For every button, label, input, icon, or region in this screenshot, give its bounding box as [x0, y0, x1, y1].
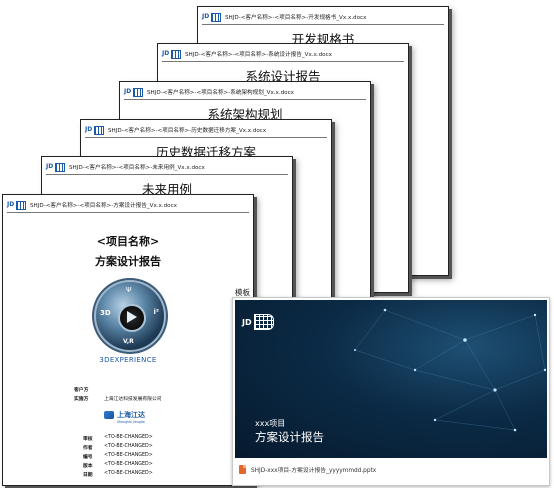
document-solution-design-cover: JD SHJD-<客户名称>-<项目名称>-方案设计报告_Vx.x.docx <…	[2, 194, 254, 486]
document-header: JD SHJD-<客户名称>-<项目名称>-方案设计报告_Vx.x.docx	[7, 198, 177, 212]
provider-value: 上海江达科技发展有限公司	[104, 397, 162, 402]
jiangda-logo-sub: Shanghai Jiangda	[117, 420, 145, 424]
field-value-date: <TO-BE-CHANGED>	[104, 471, 153, 476]
document-header: JD SHJD-<客户名称>-<项目名称>-未来用例_Vx.x.docx	[46, 160, 205, 174]
slide-title: 方案设计报告	[255, 430, 324, 444]
document-header: JD SHJD-<客户名称>-<项目名称>-系统设计报告_Vx.x.docx	[162, 47, 332, 61]
template-preview-card[interactable]: JD xxx项目 方案设计报告 SHJD-xxx项目-方案设计报告_yyyymm…	[232, 297, 550, 486]
jiangda-mark-icon	[104, 411, 114, 419]
field-label-version: 版本	[83, 464, 93, 469]
provider-row: 实施方	[74, 397, 89, 402]
slide-logo: JD	[242, 314, 274, 330]
slide-thumbnail[interactable]: JD xxx项目 方案设计报告	[235, 300, 547, 458]
document-header: JD SHJD-<客户名称>-<项目名称>-系统架构规划_Vx.x.docx	[124, 85, 294, 99]
3dexperience-compass-icon: Ψ 3D i² V,R	[96, 282, 164, 350]
document-filename: SHJD-<客户名称>-<项目名称>-开发规格书_Vx.x.docx	[225, 15, 367, 21]
field-label-reviewer: 审核	[83, 437, 93, 442]
3dexperience-wordmark: 3DEXPERIENCE	[99, 356, 157, 364]
company-logo: JD	[46, 162, 66, 172]
company-logo: JD	[162, 49, 182, 59]
header-divider	[46, 174, 288, 175]
jiangda-logo: 上海江达	[104, 410, 145, 420]
template-file-row[interactable]: SHJD-xxx项目-方案设计报告_yyyymmdd.pptx	[239, 465, 376, 474]
document-header: JD SHJD-<客户名称>-<项目名称>-开发规格书_Vx.x.docx	[202, 10, 366, 24]
header-divider	[124, 99, 366, 100]
template-label: 模板	[235, 288, 250, 297]
document-filename: SHJD-<客户名称>-<项目名称>-系统架构规划_Vx.x.docx	[147, 90, 294, 96]
field-value-version: <TO-BE-CHANGED>	[104, 462, 153, 467]
slide-project: xxx项目	[255, 419, 286, 428]
document-header: JD SHJD-<客户名称>-<项目名称>-历史数据迁移方案_Vx.x.docx	[85, 123, 266, 137]
field-label-author: 作者	[83, 446, 93, 451]
company-logo: JD	[124, 87, 144, 97]
network-background	[354, 308, 547, 432]
field-label-number: 编号	[83, 455, 93, 460]
field-value-reviewer: <TO-BE-CHANGED>	[104, 435, 153, 440]
company-logo: JD	[202, 12, 222, 22]
field-value-author: <TO-BE-CHANGED>	[104, 444, 153, 449]
header-divider	[202, 24, 444, 25]
header-divider	[85, 137, 327, 138]
document-filename: SHJD-<客户名称>-<项目名称>-未来用例_Vx.x.docx	[69, 165, 205, 171]
pptx-file-icon	[239, 465, 246, 474]
document-title: 系统架构规划	[207, 107, 283, 122]
field-value-number: <TO-BE-CHANGED>	[104, 453, 153, 458]
client-label: 客户方	[74, 388, 89, 393]
template-filename: SHJD-xxx项目-方案设计报告_yyyymmdd.pptx	[251, 468, 377, 474]
header-divider	[162, 61, 404, 62]
field-label-date: 日期	[83, 473, 93, 478]
document-filename: SHJD-<客户名称>-<项目名称>-方案设计报告_Vx.x.docx	[30, 203, 177, 209]
company-logo: JD	[85, 125, 105, 135]
report-title: 方案设计报告	[95, 255, 161, 268]
play-icon	[127, 311, 137, 323]
document-title: 系统设计报告	[245, 69, 321, 84]
document-title: 未来用例	[141, 182, 192, 197]
document-filename: SHJD-<客户名称>-<项目名称>-系统设计报告_Vx.x.docx	[185, 52, 332, 58]
project-name: <项目名称>	[96, 235, 160, 248]
jd-grid-icon	[253, 314, 274, 330]
header-divider	[7, 212, 249, 213]
company-logo: JD	[7, 200, 27, 210]
document-filename: SHJD-<客户名称>-<项目名称>-历史数据迁移方案_Vx.x.docx	[108, 128, 267, 134]
